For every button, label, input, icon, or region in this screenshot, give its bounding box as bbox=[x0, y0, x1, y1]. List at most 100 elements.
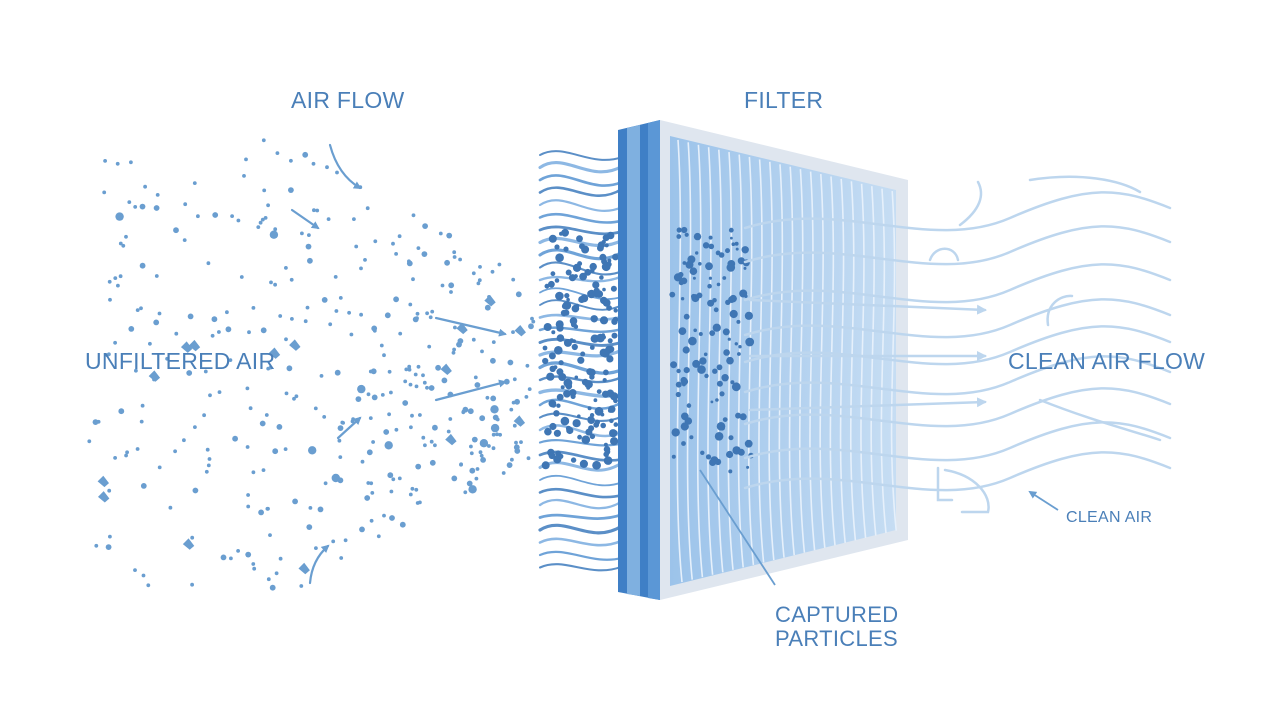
captured-particle bbox=[726, 263, 736, 272]
trapped-particle bbox=[566, 297, 570, 302]
particle bbox=[134, 368, 138, 373]
particle bbox=[139, 419, 144, 424]
trapped-particle bbox=[549, 422, 557, 431]
clean-air-flow-line bbox=[743, 387, 1172, 428]
clean-air-arrow-line bbox=[748, 298, 987, 315]
particle bbox=[153, 319, 160, 326]
particle bbox=[302, 151, 309, 158]
particle bbox=[422, 223, 428, 230]
particle bbox=[456, 322, 468, 335]
clean-air-flow-line bbox=[743, 451, 1172, 492]
particle bbox=[286, 365, 293, 372]
particle bbox=[487, 295, 491, 299]
particle bbox=[343, 538, 348, 543]
trapped-particle bbox=[555, 253, 564, 262]
clean-air-flow-label: CLEAN AIR FLOW bbox=[1008, 348, 1206, 374]
trapped-particle bbox=[607, 338, 613, 344]
captured-particle bbox=[731, 382, 741, 392]
particle bbox=[413, 372, 418, 377]
clean-air-flow-line bbox=[743, 325, 1172, 366]
particle bbox=[490, 357, 496, 364]
captured-particle bbox=[707, 283, 712, 289]
trapped-particle bbox=[607, 345, 615, 353]
particle bbox=[266, 577, 271, 582]
particle bbox=[288, 187, 294, 194]
particle bbox=[87, 439, 92, 444]
particle bbox=[125, 450, 129, 455]
trapped-particle bbox=[592, 281, 600, 289]
particle bbox=[490, 405, 499, 414]
captured-particle bbox=[689, 267, 698, 276]
particle bbox=[415, 311, 420, 316]
particle bbox=[349, 332, 354, 337]
trapped-particle bbox=[581, 435, 591, 445]
particle bbox=[217, 390, 222, 394]
trapped-particle bbox=[560, 309, 568, 317]
particle bbox=[422, 380, 427, 385]
particle bbox=[290, 317, 294, 321]
particle bbox=[498, 432, 502, 437]
captured-particle bbox=[715, 250, 721, 256]
particle bbox=[278, 556, 283, 561]
air-flow-label: AIR FLOW bbox=[291, 87, 405, 113]
unfiltered-air-label: UNFILTERED AIR bbox=[85, 348, 276, 374]
particle bbox=[97, 491, 110, 503]
particle bbox=[340, 420, 345, 425]
captured-particle bbox=[709, 330, 716, 336]
particle bbox=[366, 449, 373, 456]
flow-arrow bbox=[336, 416, 362, 440]
captured-particle bbox=[735, 412, 742, 419]
particle bbox=[273, 227, 278, 232]
captured-particle bbox=[705, 262, 713, 271]
particle bbox=[331, 539, 336, 544]
particle bbox=[105, 544, 112, 550]
flow-arrow bbox=[434, 379, 507, 402]
particle bbox=[429, 439, 434, 444]
trapped-particle bbox=[577, 414, 581, 419]
captured-particle bbox=[685, 260, 694, 269]
particle bbox=[141, 573, 146, 578]
pleat-line bbox=[819, 173, 826, 548]
particle bbox=[251, 562, 256, 566]
particle bbox=[471, 337, 476, 342]
particle bbox=[256, 225, 261, 230]
particle bbox=[157, 465, 162, 470]
unfiltered-particles bbox=[87, 138, 536, 591]
particle bbox=[207, 457, 212, 461]
particle bbox=[398, 331, 403, 336]
swirl bbox=[1046, 294, 1074, 327]
trapped-particle bbox=[569, 389, 577, 397]
particle bbox=[365, 206, 370, 211]
particle bbox=[513, 444, 520, 451]
captured-particle bbox=[702, 242, 710, 249]
trapped-particle bbox=[560, 385, 565, 390]
particle bbox=[354, 244, 359, 249]
particle bbox=[366, 481, 371, 485]
particle bbox=[347, 310, 351, 315]
particle bbox=[133, 568, 137, 572]
particle bbox=[407, 367, 412, 372]
pleat-line bbox=[717, 149, 724, 573]
particle bbox=[113, 340, 117, 345]
particle bbox=[308, 446, 317, 455]
trapped-particle bbox=[585, 428, 593, 436]
particle bbox=[338, 455, 343, 459]
particle bbox=[471, 436, 478, 443]
particle bbox=[484, 294, 496, 307]
captured-particle bbox=[680, 378, 689, 386]
captured-particle bbox=[716, 282, 721, 287]
particle bbox=[509, 407, 514, 412]
captured-particle bbox=[723, 349, 730, 356]
captured-particle bbox=[681, 441, 686, 446]
particle bbox=[103, 159, 107, 163]
captured-particle bbox=[675, 391, 681, 398]
particle bbox=[389, 515, 395, 521]
particle bbox=[148, 341, 152, 346]
trapped-particle bbox=[610, 437, 619, 446]
particle bbox=[451, 475, 458, 482]
particle bbox=[371, 440, 375, 444]
particle bbox=[188, 339, 201, 352]
particle bbox=[307, 257, 313, 264]
particle bbox=[284, 266, 288, 270]
particle bbox=[118, 274, 123, 279]
